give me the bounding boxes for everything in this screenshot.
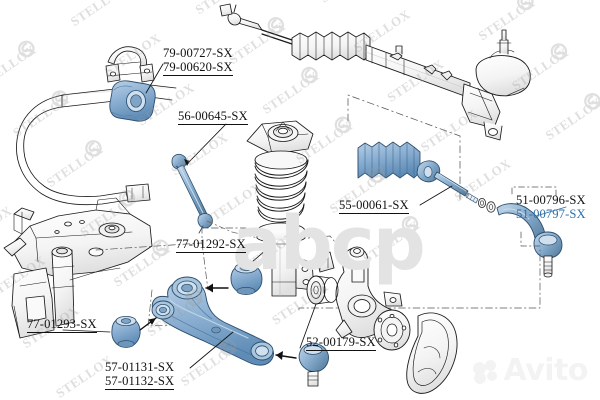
part-brake-shield [406, 312, 458, 394]
part-stabilizer-bracket [105, 46, 155, 83]
callout-line: 57-01132-SX [105, 373, 175, 388]
callout-line: 77-01293-SX [27, 317, 97, 331]
callout-line: 52-00179-SX [306, 335, 376, 349]
svg-text:STELLOX: STELLOX [260, 68, 322, 117]
callout-line: 77-01292-SX [176, 237, 246, 251]
callout-ball-joint: 57-01131-SX 57-01132-SX [105, 360, 175, 390]
callout-line: 55-00061-SX [339, 198, 409, 212]
callout-line: 79-00620-SX [163, 59, 233, 74]
part-subframe [3, 197, 153, 339]
svg-text:STELLOX: STELLOX [543, 94, 600, 143]
callout-line: 57-01131-SX [105, 360, 175, 374]
svg-text:STELLOX: STELLOX [451, 156, 513, 205]
svg-text:STELLOX: STELLOX [351, 6, 413, 55]
part-control-arm-bush-front [230, 262, 263, 295]
part-stabilizer-link [171, 153, 213, 234]
part-steering-boot [357, 141, 421, 179]
callout-stabilizer-bushing: 79-00727-SX 79-00620-SX [163, 46, 233, 76]
svg-text:STELLOX: STELLOX [168, 129, 230, 178]
svg-text:STELLOX: STELLOX [360, 217, 422, 266]
callout-line: 79-00727-SX [163, 46, 233, 60]
misc-details [219, 3, 335, 273]
svg-text:STELLOX: STELLOX [68, 0, 130, 29]
svg-text:STELLOX: STELLOX [418, 106, 480, 155]
callout-line: 51-00796-SX [516, 193, 586, 207]
part-steering-rack [227, 4, 531, 141]
svg-text:STELLOX: STELLOX [101, 30, 163, 79]
part-wheel-bearing [306, 275, 339, 305]
callout-inner-tie-rod: 55-00061-SX [339, 198, 409, 215]
callout-wheel-bearing: 52-00179-SX [306, 335, 376, 352]
part-control-arm-bush-rear [111, 315, 141, 348]
svg-text:STELLOX: STELLOX [202, 179, 264, 228]
callout-line-highlighted: 51-00797-SX [516, 206, 586, 221]
part-wheel-hub [373, 309, 411, 351]
svg-text:STELLOX: STELLOX [317, 0, 379, 5]
svg-text:STELLOX: STELLOX [475, 0, 537, 43]
callout-stabilizer-link: 56-00645-SX [178, 109, 248, 126]
callout-control-arm-rear-bushing: 77-01293-SX [27, 317, 97, 334]
callout-control-arm-front-bushing: 77-01292-SX [176, 237, 246, 254]
svg-text:STELLOX: STELLOX [44, 141, 106, 190]
svg-text:STELLOX: STELLOX [10, 91, 72, 140]
part-control-arm [151, 276, 275, 366]
svg-text:STELLOX: STELLOX [178, 340, 240, 389]
callout-line: 56-00645-SX [178, 109, 248, 123]
part-stabilizer-bushing [109, 80, 156, 122]
part-inner-tie-rod [416, 160, 496, 213]
callout-outer-tie-rod-end: 51-00796-SX 51-00797-SX [516, 193, 586, 221]
